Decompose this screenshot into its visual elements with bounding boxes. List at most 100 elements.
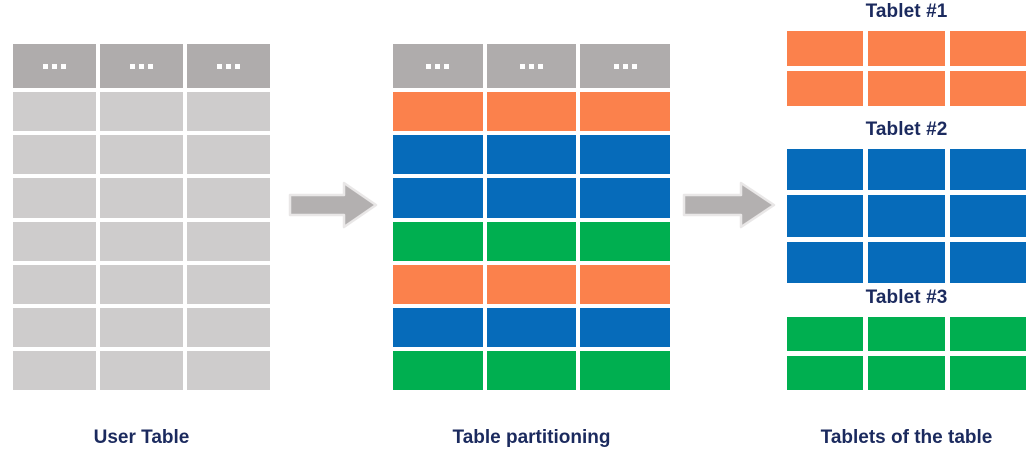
table-row <box>13 135 270 175</box>
partition-header-cell <box>580 44 671 89</box>
ellipsis-icon <box>217 63 240 69</box>
tablet-1-cell <box>787 71 864 106</box>
table-row <box>393 44 671 89</box>
partition-header-cell <box>486 44 577 89</box>
tablet-3-cell <box>949 317 1026 351</box>
tablet-2-cell <box>787 149 864 191</box>
tablet-3-title: Tablet #3 <box>865 287 948 308</box>
table-partitioning-grid <box>393 44 671 390</box>
ellipsis-icon <box>426 63 450 69</box>
tablet-2-cell <box>949 241 1026 283</box>
user-table-cell <box>13 178 96 218</box>
user-table-cell <box>13 221 96 261</box>
table-row <box>393 135 671 175</box>
user-table-cell <box>13 350 96 390</box>
partition-cell-blue <box>393 307 483 347</box>
tablet-1-cell <box>949 31 1026 66</box>
table-row <box>13 221 270 261</box>
partition-cell-orange <box>393 264 483 304</box>
tablet-1-title: Tablet #1 <box>865 1 948 22</box>
partition-cell-blue <box>580 135 671 175</box>
tablet-3-cell <box>868 317 945 351</box>
user-table-cell <box>100 307 183 347</box>
ellipsis-icon <box>613 63 637 69</box>
partition-cell-orange <box>580 92 671 132</box>
user-table-cell <box>187 135 270 175</box>
tablet-2-grid <box>787 149 1026 283</box>
table-row <box>13 92 270 132</box>
partition-header-cell <box>393 44 483 89</box>
tablet-2-cell <box>868 149 945 191</box>
user-table-grid <box>13 44 270 390</box>
table-row <box>787 317 1026 351</box>
partition-cell-orange <box>393 92 483 132</box>
partition-cell-orange <box>580 264 671 304</box>
caption-table-partitioning: Table partitioning <box>452 427 611 448</box>
partition-cell-green <box>393 350 483 390</box>
user-table-cell <box>13 135 96 175</box>
user-table-cell <box>187 264 270 304</box>
partition-cell-orange <box>486 264 577 304</box>
user-table-header-cell <box>187 44 270 89</box>
partition-cell-blue <box>486 178 577 218</box>
tablet-2-cell <box>868 241 945 283</box>
tablet-1-cell <box>868 31 945 66</box>
ellipsis-icon <box>520 63 543 69</box>
partition-cell-green <box>580 350 671 390</box>
user-table-cell <box>100 350 183 390</box>
partition-cell-blue <box>580 307 671 347</box>
table-row <box>787 149 1026 191</box>
table-row <box>393 221 671 261</box>
partition-cell-blue <box>580 178 671 218</box>
table-row <box>393 92 671 132</box>
table-row <box>13 264 270 304</box>
tablet-1-grid <box>787 31 1026 106</box>
ellipsis-icon <box>130 63 153 69</box>
tablet-group-1: Tablet #1 <box>787 2 1026 106</box>
user-table-cell <box>187 178 270 218</box>
caption-tablets-of-the-table: Tablets of the table <box>820 427 993 448</box>
tablet-2-title: Tablet #2 <box>865 119 948 140</box>
user-table-cell <box>187 221 270 261</box>
ellipsis-icon <box>43 63 66 69</box>
partition-cell-blue <box>486 135 577 175</box>
user-table-cell <box>13 264 96 304</box>
partition-cell-blue <box>393 178 483 218</box>
partition-cell-green <box>486 221 577 261</box>
tablet-2-cell <box>949 195 1026 237</box>
arrow-partitioning-to-tablets-icon <box>681 180 777 230</box>
table-row <box>393 178 671 218</box>
table-row <box>13 178 270 218</box>
tablet-2-cell <box>868 195 945 237</box>
tablet-group-2: Tablet #2 <box>787 120 1026 283</box>
tablet-1-cell <box>868 71 945 106</box>
partition-cell-blue <box>393 135 483 175</box>
tablet-3-cell <box>787 356 864 390</box>
table-row <box>787 31 1026 66</box>
user-table-cell <box>187 307 270 347</box>
user-table-cell <box>13 307 96 347</box>
table-row <box>393 307 671 347</box>
partition-cell-green <box>580 221 671 261</box>
partition-cell-green <box>393 221 483 261</box>
tablet-2-cell <box>787 241 864 283</box>
table-row <box>393 350 671 390</box>
user-table-header-cell <box>100 44 183 89</box>
user-table-cell <box>187 350 270 390</box>
caption-user-table: User Table <box>93 427 190 448</box>
tablet-1-cell <box>787 31 864 66</box>
partition-cell-orange <box>486 92 577 132</box>
table-row <box>13 44 270 89</box>
partition-cell-blue <box>486 307 577 347</box>
tablet-2-cell <box>949 149 1026 191</box>
table-row <box>787 195 1026 237</box>
table-row <box>787 241 1026 283</box>
user-table-header-cell <box>13 44 96 89</box>
tablet-3-cell <box>868 356 945 390</box>
tablet-group-3: Tablet #3 <box>787 288 1026 390</box>
user-table-cell <box>100 264 183 304</box>
table-row <box>787 356 1026 390</box>
arrow-user-table-to-partitioning-icon <box>287 180 379 230</box>
tablet-1-cell <box>949 71 1026 106</box>
